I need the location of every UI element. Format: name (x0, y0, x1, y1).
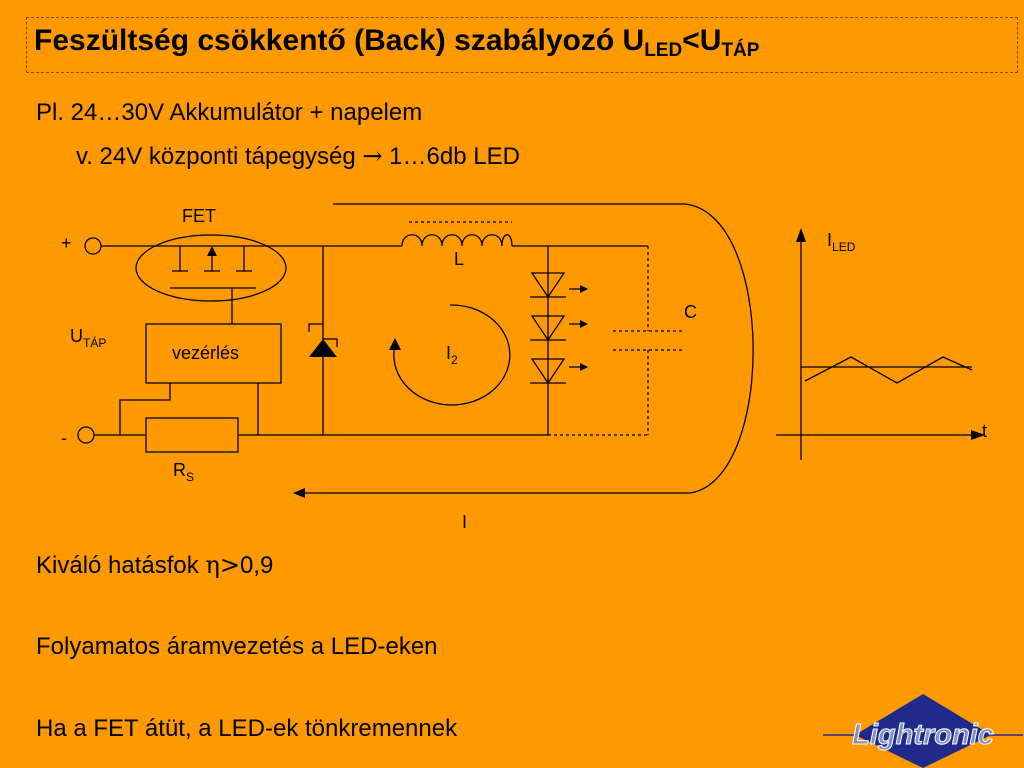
inductor-label: L (454, 249, 464, 269)
logo-text: Lightronic (852, 719, 994, 751)
shunt-resistor-label: RS (173, 460, 194, 484)
title-frame (26, 17, 1018, 73)
supply-voltage-label: UTÁP (70, 326, 106, 350)
bullet-efficiency: Kiváló hatásfok η>0,9 (36, 551, 274, 579)
fet-label: FET (182, 206, 216, 226)
bullet-continuous-current: Folyamatos áramvezetés a LED-eken (36, 633, 438, 660)
bullet-fet-failure: Ha a FET átüt, a LED-ek tönkremennek (36, 715, 458, 742)
eta-symbol: η (205, 551, 220, 579)
intro-line-2: v. 24V központi tápegység → 1…6db LED (76, 142, 520, 170)
loop-current-label: I2 (446, 343, 458, 367)
capacitor-label: C (684, 302, 697, 322)
time-axis-label: t (982, 421, 987, 441)
intro-line-1: Pl. 24…30V Akkumulátor + napelem (36, 99, 423, 126)
main-current-label: I (462, 512, 467, 532)
right-arrow-symbol: → (362, 142, 383, 170)
slide-title: Feszültség csökkentő (Back) szabályozó U… (34, 24, 760, 61)
lightronic-logo: Lightronic (823, 694, 1023, 768)
plus-terminal-label: + (61, 233, 72, 253)
minus-terminal-label: - (61, 428, 67, 448)
control-block-label: vezérlés (172, 343, 239, 363)
led-current-axis-label: ILED (827, 230, 856, 254)
